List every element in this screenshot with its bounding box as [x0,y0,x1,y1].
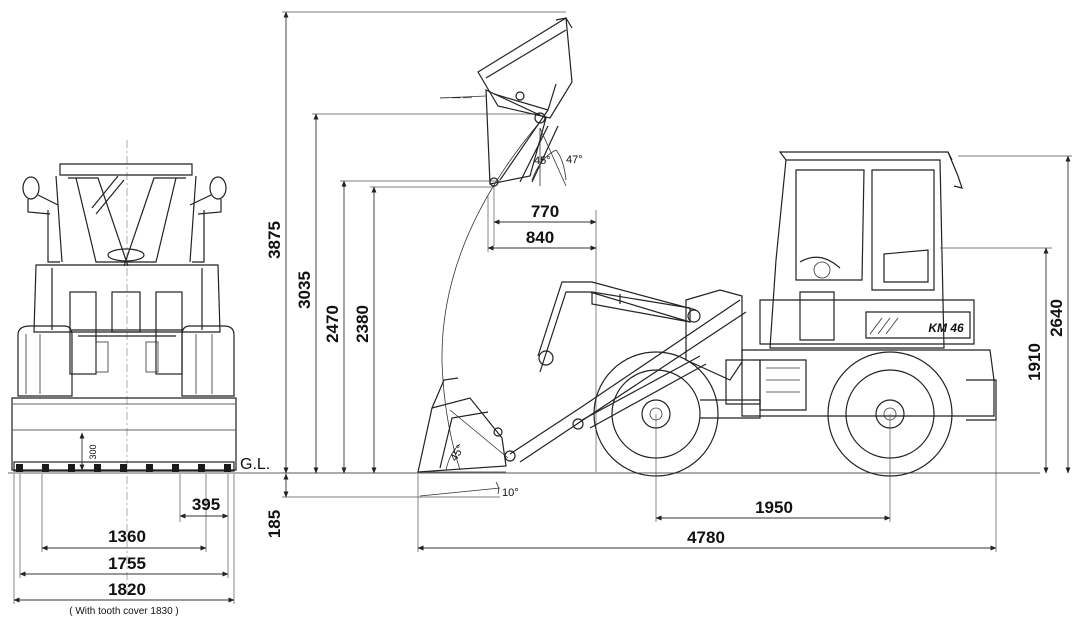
dim-840: 840 [526,228,554,247]
angle-45-rollback: 45° [448,443,467,463]
bucket-tooth-mark: — — — [440,92,472,102]
dim-770: 770 [531,202,559,221]
dim-3875: 3875 [265,221,284,259]
front-dim-1820: 1820 [108,580,146,599]
dim-185: 185 [265,510,284,538]
front-view: 300 395 1360 1755 1820 ( With tooth cove… [11,140,237,617]
front-dim-395: 395 [192,495,220,514]
dim-1950: 1950 [755,498,793,517]
front-dim-1360: 1360 [108,527,146,546]
side-vertical-dims: 3875 3035 2470 2380 185 [265,11,566,538]
dim-2470: 2470 [323,305,342,343]
dim-2640: 2640 [1047,299,1066,337]
dim-3035: 3035 [295,271,314,309]
angle-45-dump: 45° [534,155,551,167]
raised-bucket: — — — 45° 47° 770 840 [439,16,597,472]
lowered-bucket: 45° 10° [417,377,519,499]
loader-side-view: KM 46 [509,151,997,522]
dim-2380: 2380 [353,305,372,343]
dim-4780: 4780 [687,528,725,547]
ground-line-label: G.L. [240,456,270,473]
tooth-cover-note: ( With tooth cover 1830 ) [69,606,179,617]
angle-47-dump: 47° [566,154,583,166]
angle-10-digging: 10° [502,487,519,499]
dim-1910: 1910 [1025,343,1044,381]
side-horizontal-dims: 1950 4780 1910 2640 [417,155,1072,552]
model-mark: KM 46 [928,321,964,335]
front-dim-1755: 1755 [108,554,146,573]
front-dim-300: 300 [88,444,98,459]
